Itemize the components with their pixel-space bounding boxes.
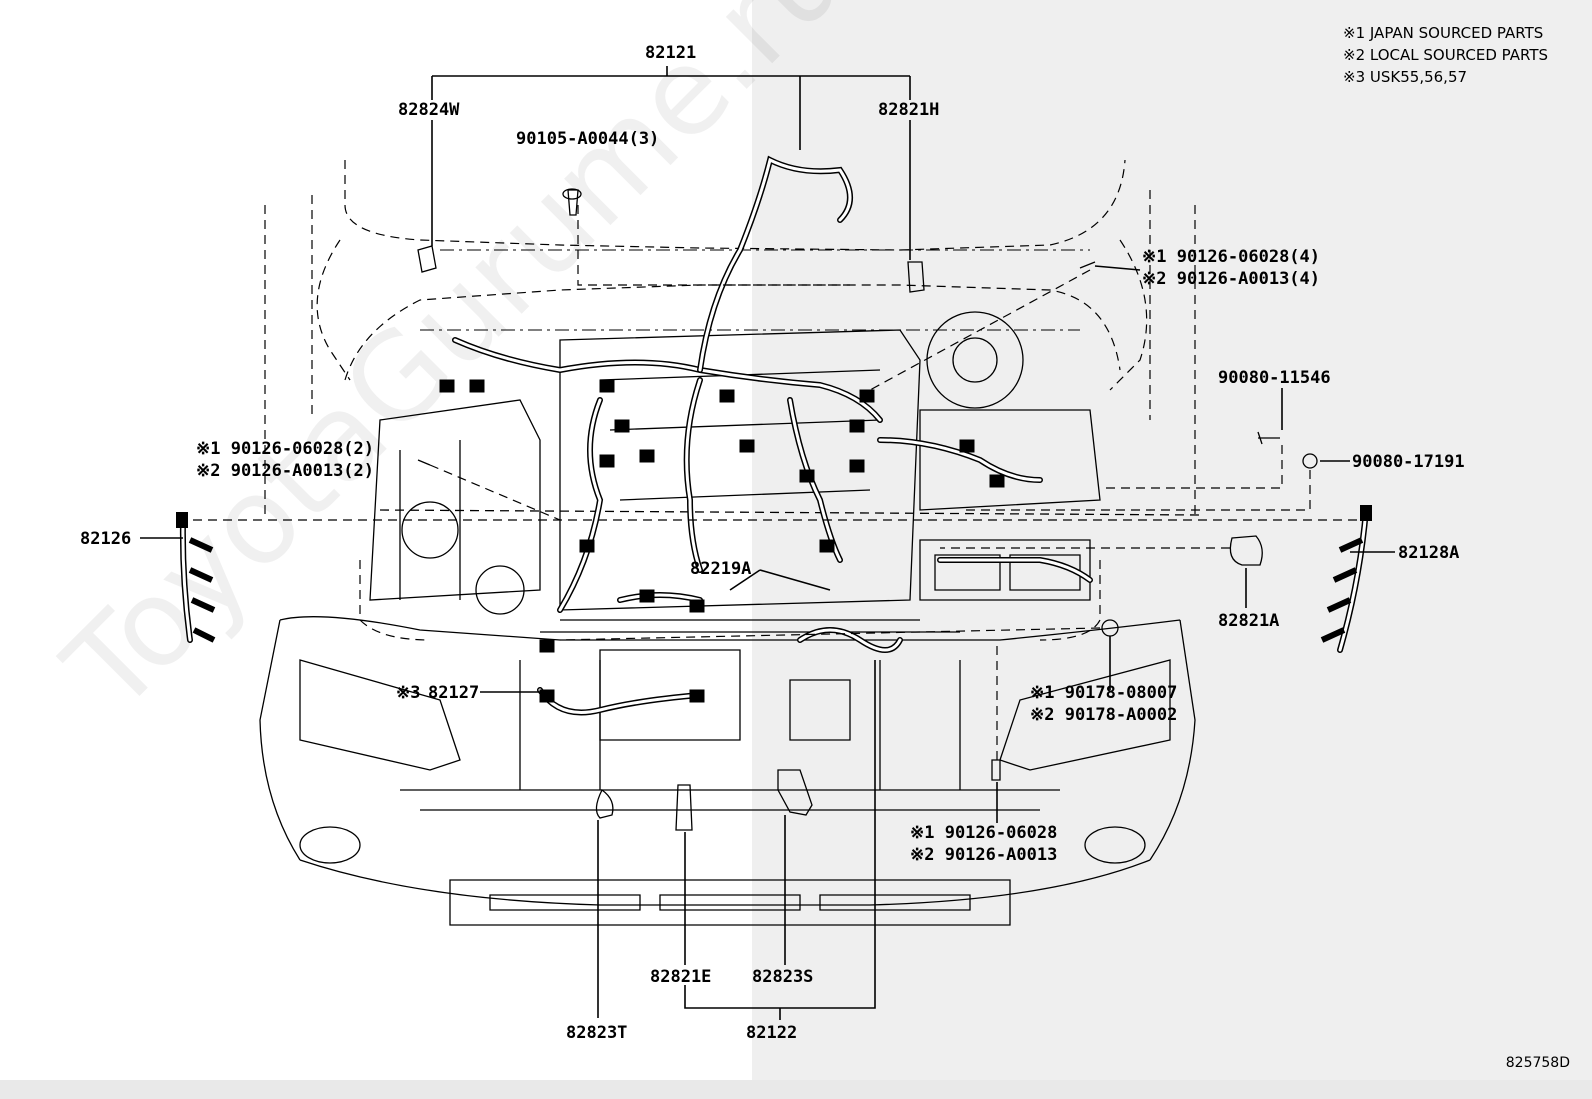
label-82126: 82126 [80,529,131,549]
label-82824W: 82824W [398,100,460,120]
label-90126-A0013: ※2 90126-A0013 [910,845,1057,865]
label-82219A: 82219A [690,559,751,579]
side-harnesses [176,505,1372,653]
label-82823S: 82823S [752,967,813,987]
label-82127: 82127 [428,683,479,703]
label-90080-17191: 90080-17191 [1352,452,1465,472]
legend-item-japan: ※1 JAPAN SOURCED PARTS [1343,24,1544,42]
vehicle-outline [264,159,1196,641]
label-90126-A0013-2: ※2 90126-A0013(2) [196,461,374,481]
label-90080-11546: 90080-11546 [1218,368,1331,388]
small-parts [417,188,1318,831]
label-82821H: 82821H [878,100,939,120]
label-82122: 82122 [746,1023,797,1043]
label-90126-06028-2: ※1 90126-06028(2) [196,439,374,459]
label-90105-A0044: 90105-A0044(3) [516,129,659,149]
bottom-strip [0,1080,1592,1099]
label-82121: 82121 [645,43,696,63]
label-82127-note: ※3 [396,683,420,703]
label-90126-06028-4: ※1 90126-06028(4) [1142,247,1320,267]
legend-item-local: ※2 LOCAL SOURCED PARTS [1343,46,1548,64]
label-82821E: 82821E [650,967,711,987]
label-82128A: 82128A [1398,543,1459,563]
engine-bay [369,311,1201,741]
legend-item-usk: ※3 USK55,56,57 [1343,68,1468,86]
leader-lines [140,66,1395,1020]
label-82821A: 82821A [1218,611,1279,631]
label-90178-08007: ※1 90178-08007 [1030,683,1177,703]
part-labels: 82121 82824W 82821H 90105-A0044(3) ※1 90… [80,43,1465,1043]
label-90178-A0002: ※2 90178-A0002 [1030,705,1177,725]
engine-wire-harness [452,155,1093,716]
legend: ※1 JAPAN SOURCED PARTS ※2 LOCAL SOURCED … [1343,22,1548,88]
label-90126-06028: ※1 90126-06028 [910,823,1057,843]
label-90126-A0013-4: ※2 90126-A0013(4) [1142,269,1320,289]
label-82823T: 82823T [566,1023,627,1043]
figure-code: 825758D [1505,1055,1570,1071]
shaded-background [752,0,1592,1080]
harness-connectors [439,379,1005,703]
front-bumper [259,616,1196,926]
